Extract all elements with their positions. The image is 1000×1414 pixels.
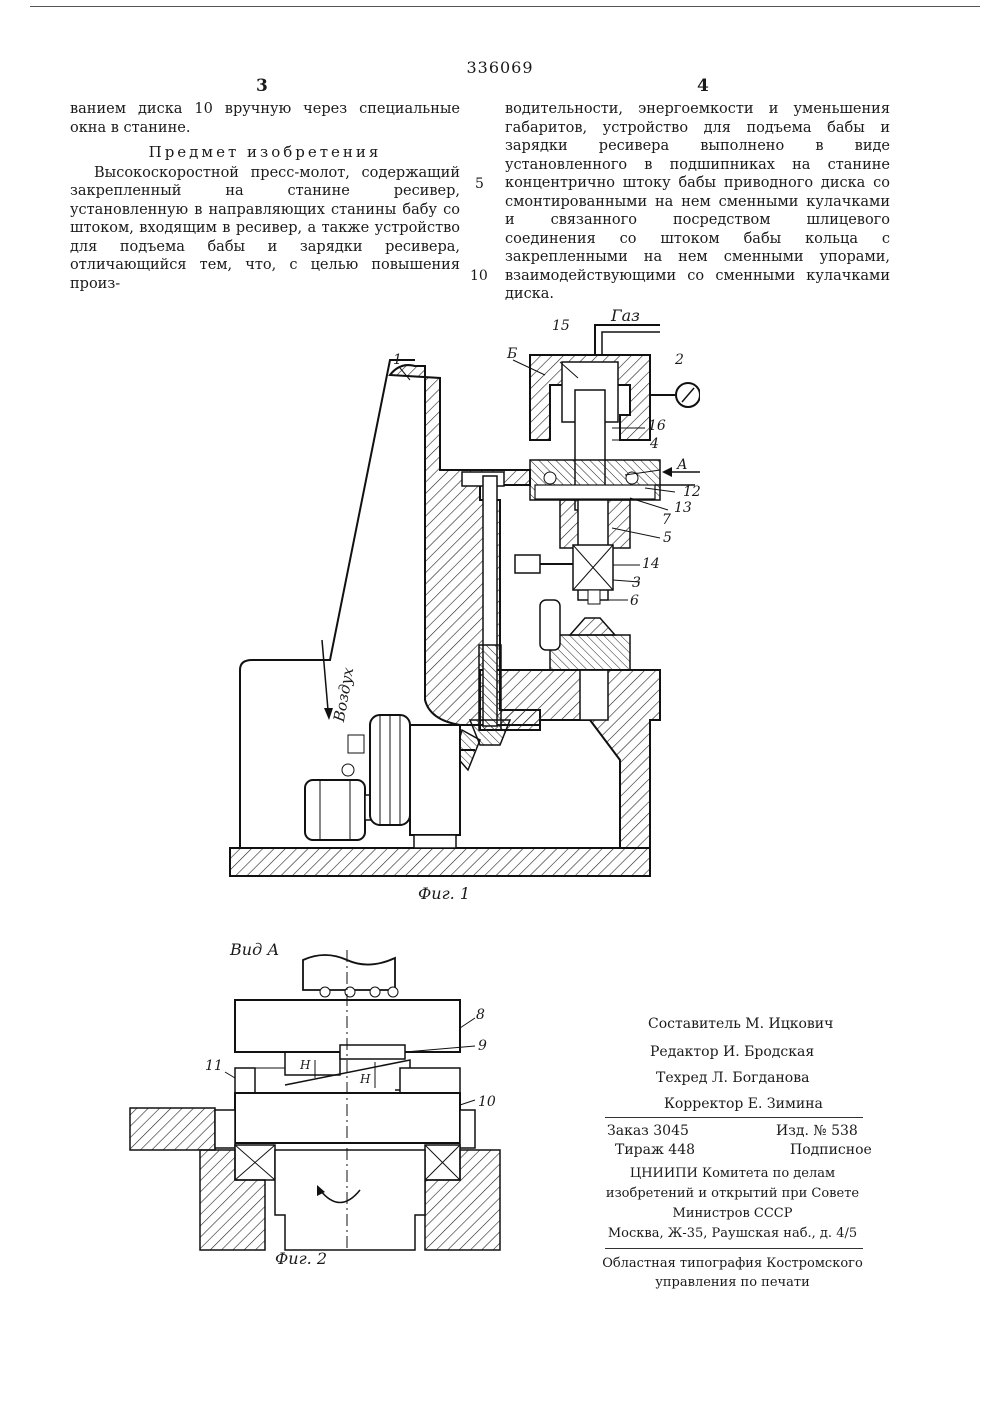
callout-14: 14 bbox=[642, 556, 660, 572]
edition-number: Изд. № 538 bbox=[776, 1121, 858, 1141]
callout-3: 3 bbox=[632, 575, 641, 591]
patent-number: 336069 bbox=[0, 58, 1000, 77]
callout-16: 16 bbox=[648, 418, 666, 434]
left-column-number: 3 bbox=[256, 76, 268, 96]
gearbox bbox=[410, 725, 460, 835]
callout-a: А bbox=[677, 457, 688, 473]
right-column: водительности, энергоемкости и уменьшени… bbox=[505, 100, 890, 304]
callout-b: Б bbox=[507, 346, 517, 362]
imprint-rule-1 bbox=[605, 1117, 863, 1118]
right-column-text: водительности, энергоемкости и уменьшени… bbox=[505, 100, 890, 304]
subscription: Подписное bbox=[790, 1140, 872, 1160]
motor bbox=[305, 780, 365, 840]
gas-label: Газ bbox=[611, 306, 640, 325]
printer-line-2: управления по печати bbox=[600, 1273, 865, 1292]
proofreader: Корректор Е. Зимина bbox=[664, 1094, 823, 1114]
upper-shaft bbox=[303, 955, 395, 990]
callout-9: 9 bbox=[478, 1038, 487, 1054]
figure-2-drawing bbox=[125, 950, 510, 1260]
top-rule bbox=[30, 6, 980, 7]
callout-11: 11 bbox=[205, 1058, 223, 1074]
anvil-block bbox=[480, 670, 660, 848]
institute-line-2: изобретений и открытий при Совете bbox=[600, 1184, 865, 1203]
stop-11 bbox=[235, 1068, 255, 1093]
claim-text: Высокоскоростной пресс-молот, содержащий… bbox=[70, 164, 460, 294]
left-column-intro: ванием диска 10 вручную через специальны… bbox=[70, 100, 460, 137]
right-column-number: 4 bbox=[697, 76, 709, 96]
figure-1-drawing bbox=[200, 300, 700, 900]
callout-15: 15 bbox=[552, 318, 570, 334]
figure-2-caption: Фиг. 2 bbox=[275, 1249, 327, 1268]
dimension-h-2: H bbox=[360, 1072, 370, 1086]
callout-10: 10 bbox=[478, 1094, 496, 1110]
callout-5: 5 bbox=[663, 530, 672, 546]
base-plate bbox=[230, 848, 650, 876]
die-insert bbox=[570, 618, 615, 635]
editor: Редактор И. Бродская bbox=[650, 1042, 814, 1062]
callout-6: 6 bbox=[630, 593, 639, 609]
claim-heading: Предмет изобретения bbox=[70, 143, 460, 162]
callout-4: 4 bbox=[650, 436, 659, 452]
callout-8: 8 bbox=[476, 1007, 485, 1023]
circulation: Тираж 448 bbox=[615, 1140, 695, 1160]
printer-line-1: Областная типография Костромского bbox=[600, 1254, 865, 1273]
callout-1: 1 bbox=[393, 352, 402, 368]
figure-1-caption: Фиг. 1 bbox=[418, 884, 470, 903]
line-number-10: 10 bbox=[470, 268, 488, 284]
anvil-bore bbox=[580, 670, 608, 720]
callout-7: 7 bbox=[662, 512, 671, 528]
left-column: ванием диска 10 вручную через специальны… bbox=[70, 100, 460, 293]
input-shaft bbox=[130, 1108, 215, 1150]
imprint-rule-2 bbox=[605, 1248, 863, 1249]
callout-12: 12 bbox=[683, 484, 701, 500]
lower-die bbox=[550, 635, 630, 670]
address: Москва, Ж-35, Раушская наб., д. 4/5 bbox=[600, 1224, 865, 1243]
line-number-5: 5 bbox=[475, 176, 484, 192]
tech-editor: Техред Л. Богданова bbox=[656, 1068, 809, 1088]
compiler: Составитель М. Ицкович bbox=[648, 1014, 833, 1034]
gas-pipe bbox=[595, 325, 660, 355]
stop-9 bbox=[340, 1045, 405, 1059]
order-number: Заказ 3045 bbox=[607, 1121, 689, 1141]
institute-line-1: ЦНИИПИ Комитета по делам bbox=[600, 1164, 865, 1183]
dimension-h-1: H bbox=[300, 1058, 310, 1072]
callout-13: 13 bbox=[674, 500, 692, 516]
callout-2: 2 bbox=[675, 352, 684, 368]
institute-line-3: Министров СССР bbox=[600, 1204, 865, 1223]
